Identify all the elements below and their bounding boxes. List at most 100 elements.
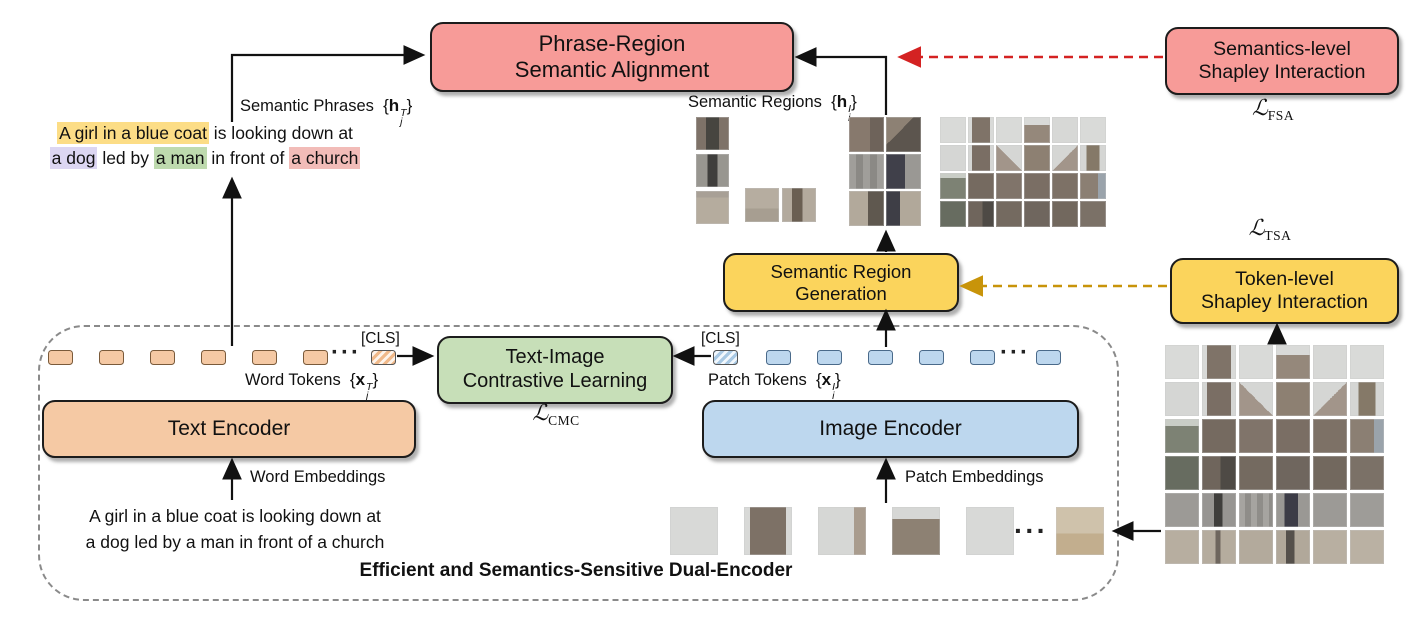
phrase-dog-highlight: a dog xyxy=(49,147,98,169)
patch-token xyxy=(1036,350,1061,365)
image-patch xyxy=(1202,382,1236,416)
image-patch xyxy=(892,507,940,555)
image-patch xyxy=(1313,382,1347,416)
semantics-shapley-line2: Shapley Interaction xyxy=(1198,61,1366,83)
fsa-loss-label: ℒFSA xyxy=(1251,96,1295,123)
image-patch xyxy=(1313,456,1347,490)
patch-embeddings-label: Patch Embeddings xyxy=(905,468,1044,486)
word-embeddings-label: Word Embeddings xyxy=(250,468,386,486)
image-patch xyxy=(1350,530,1384,564)
image-patch xyxy=(1239,345,1273,379)
image-patch xyxy=(1276,345,1310,379)
image-encoder-box: Image Encoder xyxy=(702,400,1079,458)
image-patch xyxy=(1202,345,1236,379)
contrastive-line2: Contrastive Learning xyxy=(462,370,648,392)
patch-token xyxy=(817,350,842,365)
dog-region-image xyxy=(745,188,816,222)
highlighted-caption-line2: a dog led by a man in front of a church xyxy=(25,146,385,171)
word-tokens-ellipsis: ··· xyxy=(331,339,361,366)
semantics-level-shapley-box: Semantics-level Shapley Interaction xyxy=(1165,27,1399,95)
image-patch xyxy=(886,191,921,226)
image-patch xyxy=(1350,345,1384,379)
word-token xyxy=(48,350,73,365)
text-encoder-box: Text Encoder xyxy=(42,400,416,458)
full-church-image xyxy=(1165,345,1384,564)
caption-text: is looking down at xyxy=(208,123,353,143)
image-patch xyxy=(1276,419,1310,453)
image-patch xyxy=(1350,419,1384,453)
image-patch xyxy=(940,173,966,199)
image-patch xyxy=(1052,201,1078,227)
image-patch xyxy=(1052,117,1078,143)
image-patch xyxy=(1080,117,1106,143)
cls-image-label: [CLS] xyxy=(701,330,740,347)
image-patch xyxy=(696,117,729,150)
image-patch xyxy=(996,173,1022,199)
man-region-image xyxy=(696,117,729,224)
token-level-shapley-box: Token-level Shapley Interaction xyxy=(1170,258,1399,324)
image-patch xyxy=(1276,493,1310,527)
image-patch xyxy=(996,145,1022,171)
image-patch xyxy=(1165,530,1199,564)
image-patch xyxy=(1313,530,1347,564)
image-patch xyxy=(1165,419,1199,453)
word-token xyxy=(252,350,277,365)
image-patch xyxy=(696,191,729,224)
image-patch xyxy=(1313,493,1347,527)
image-patch xyxy=(1080,173,1106,199)
patch-embedding-strip-last xyxy=(1056,507,1104,555)
image-patch xyxy=(966,507,1014,555)
image-patch xyxy=(968,201,994,227)
image-patch xyxy=(968,145,994,171)
patch-embedding-strip xyxy=(670,507,1014,555)
image-patch xyxy=(1165,382,1199,416)
image-patch xyxy=(1165,493,1199,527)
image-patch xyxy=(1239,382,1273,416)
word-token xyxy=(150,350,175,365)
patch-strip-ellipsis: ··· xyxy=(1014,515,1048,546)
word-token xyxy=(303,350,328,365)
image-patch xyxy=(1202,456,1236,490)
caption-text: led by xyxy=(97,148,154,168)
contrastive-line1: Text-Image xyxy=(505,346,605,369)
image-patch xyxy=(1239,456,1273,490)
image-patch xyxy=(940,201,966,227)
semantic-region-generation-box: Semantic Region Generation xyxy=(723,253,959,312)
image-patch xyxy=(1276,382,1310,416)
image-patch xyxy=(1239,530,1273,564)
tsa-loss-label: ℒTSA xyxy=(1248,216,1292,243)
cls-text-label: [CLS] xyxy=(361,330,400,347)
image-patch xyxy=(1165,345,1199,379)
image-patch xyxy=(996,201,1022,227)
image-patch xyxy=(1056,507,1104,555)
word-token xyxy=(201,350,226,365)
image-patch xyxy=(782,188,816,222)
patch-token xyxy=(766,350,791,365)
highlighted-caption-line1: A girl in a blue coat is looking down at xyxy=(25,121,385,146)
image-patch xyxy=(996,117,1022,143)
highlighted-caption: A girl in a blue coat is looking down at… xyxy=(25,121,385,171)
image-patch xyxy=(940,117,966,143)
input-caption: A girl in a blue coat is looking down at… xyxy=(40,503,430,555)
input-caption-line2: a dog led by a man in front of a church xyxy=(85,532,385,552)
input-caption-line1: A girl in a blue coat is looking down at xyxy=(89,506,381,526)
token-shapley-line2: Shapley Interaction xyxy=(1201,291,1368,313)
image-patch xyxy=(1024,201,1050,227)
image-patch xyxy=(1313,345,1347,379)
phrase-girl-highlight: A girl in a blue coat xyxy=(57,122,209,144)
image-patch xyxy=(745,188,779,222)
image-patch xyxy=(1202,493,1236,527)
token-shapley-line1: Token-level xyxy=(1235,268,1334,290)
image-patch xyxy=(1080,145,1106,171)
image-patch xyxy=(1080,201,1106,227)
phrase-man-highlight: a man xyxy=(153,147,207,169)
phrase-region-line1: Phrase-Region xyxy=(538,31,686,57)
image-patch xyxy=(968,173,994,199)
image-patch xyxy=(1202,530,1236,564)
image-patch xyxy=(849,191,884,226)
